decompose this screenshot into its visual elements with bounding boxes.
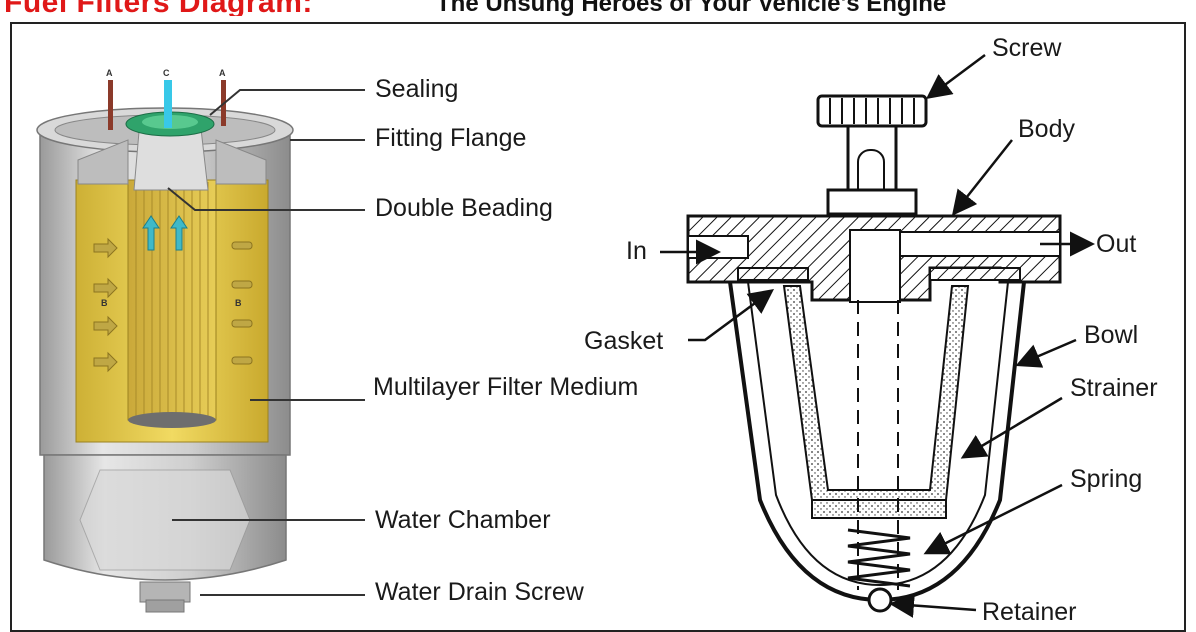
page-title: Fuel Filters Diagram:: [4, 0, 313, 16]
cutaway-fuel-filter: B B A C A: [36, 68, 294, 613]
marker-b-right: B: [235, 298, 242, 308]
flow-arrows-right: [660, 231, 1095, 265]
retainer: [867, 587, 893, 613]
label-gasket: Gasket: [584, 327, 663, 355]
label-strainer: Strainer: [1070, 374, 1158, 402]
strainer: [782, 285, 970, 501]
label-filter-medium: Multilayer Filter Medium: [373, 373, 638, 401]
label-body: Body: [1018, 115, 1075, 143]
gasket: [737, 267, 809, 281]
left-leader-lines: [167, 89, 365, 596]
bowl: [728, 281, 1026, 603]
pleated-element: [127, 179, 217, 421]
port-c-center: [164, 80, 172, 128]
flow-arrow-icons: [93, 237, 253, 373]
label-sealing: Sealing: [375, 75, 458, 103]
label-screw: Screw: [992, 34, 1062, 62]
label-drain-screw: Water Drain Screw: [375, 578, 585, 606]
port-a-left: [108, 80, 113, 130]
right-leader-lines: [688, 53, 1077, 618]
sediment-bowl-filter: [686, 94, 1062, 613]
spring: [847, 528, 911, 588]
label-bowl: Bowl: [1084, 321, 1138, 349]
port-label-c: C: [163, 68, 170, 78]
marker-b-left: B: [101, 298, 108, 308]
screw-head: [816, 94, 928, 128]
outlet-channel: [899, 231, 1061, 257]
port-label-a-right: A: [219, 68, 226, 78]
inlet-channel: [687, 235, 749, 259]
label-water-chamber: Water Chamber: [375, 506, 551, 534]
page-subtitle: The Unsung Heroes of Your Vehicle's Engi…: [436, 0, 947, 16]
upflow-arrow-icons: [142, 215, 188, 251]
drain-screw-icon: [139, 581, 191, 613]
label-spring: Spring: [1070, 465, 1142, 493]
label-fitting-flange: Fitting Flange: [375, 124, 526, 152]
title-bar: Fuel Filters Diagram: The Unsung Heroes …: [0, 0, 1196, 16]
label-in: In: [626, 237, 647, 265]
label-retainer: Retainer: [982, 598, 1077, 626]
port-label-a-left: A: [106, 68, 113, 78]
label-out: Out: [1096, 230, 1136, 258]
label-double-beading: Double Beading: [375, 194, 553, 222]
